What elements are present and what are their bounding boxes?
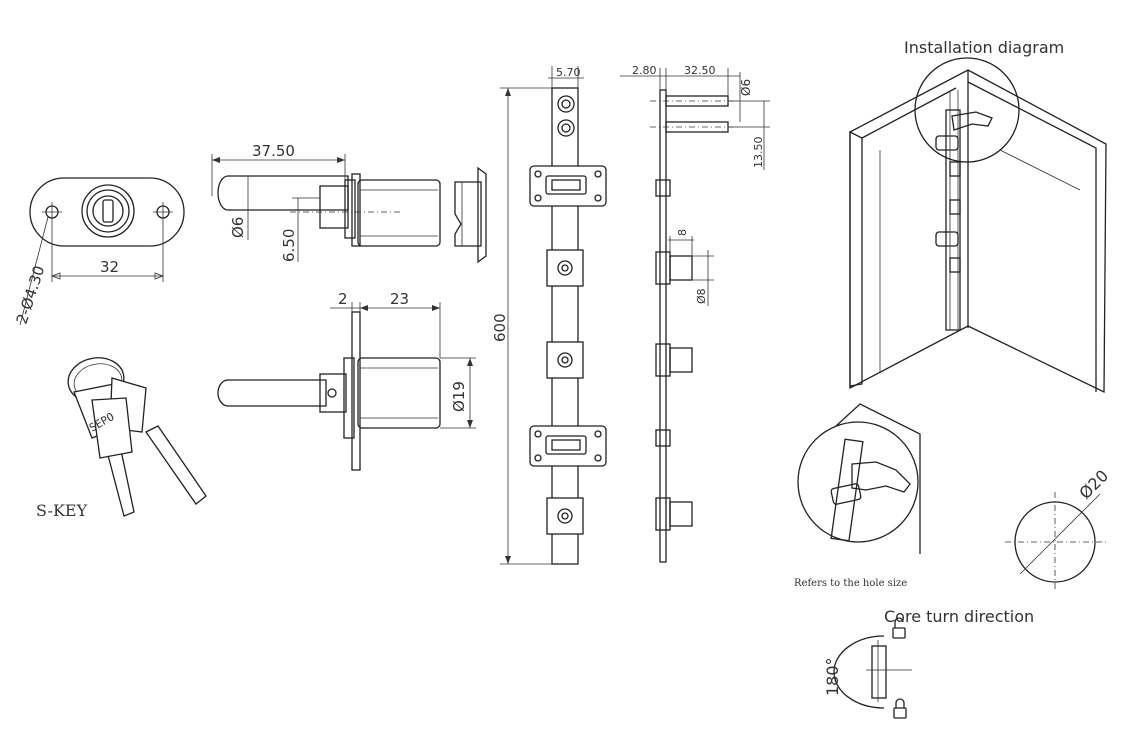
- rod-block: [546, 497, 584, 535]
- rod-width-dim: 5.70: [556, 66, 581, 79]
- core-turn-angle: 180°: [823, 657, 842, 696]
- side-view-top: 37.50 Ø6 6.50: [211, 142, 487, 264]
- key-label: S-KEY: [36, 501, 88, 520]
- hole-size-dim: Ø20: [1075, 466, 1112, 503]
- rod-guide-plate: [529, 425, 607, 467]
- hole-size-symbol: Ø20: [1005, 466, 1112, 592]
- rod-side-small-dim: 8: [676, 229, 689, 236]
- hole-size-note: Refers to the hole size: [794, 578, 907, 589]
- rod-side-left-dim: 2.80: [632, 64, 657, 77]
- rod-side-right-dim: 32.50: [684, 64, 716, 77]
- rod-side-spacing-dim: 13.50: [752, 137, 765, 169]
- side-view-bottom: 2 23 Ø19: [217, 290, 476, 471]
- lock-closed-icon: [893, 698, 907, 719]
- rod-block: [546, 249, 584, 287]
- top-offset-dim: 6.50: [280, 229, 298, 262]
- lock-open-icon: [892, 617, 906, 639]
- rod-front: 5.70 600: [491, 66, 607, 565]
- top-length-dim: 37.50: [252, 142, 295, 160]
- bottom-body-dim: 23: [390, 290, 409, 308]
- rod-side: 2.80 32.50 Ø6 13.50 8 Ø8: [620, 64, 770, 563]
- rod-side-small-dia: Ø8: [695, 288, 708, 304]
- rod-block: [546, 341, 584, 379]
- core-turn-title: Core turn direction: [884, 607, 1034, 626]
- keys-illustration: SEPO S-KEY: [36, 357, 207, 520]
- rod-guide-plate: [529, 165, 607, 207]
- front-holes-dim: 2-Ø4.30: [13, 263, 49, 326]
- core-turn-diagram: Core turn direction 180°: [823, 607, 1034, 719]
- bottom-flange-dim: 2: [338, 290, 348, 308]
- rod-length-dim: 600: [491, 313, 509, 342]
- front-width-dim: 32: [100, 258, 119, 276]
- installation-diagram: Installation diagram: [849, 38, 1107, 394]
- front-view: 32 2-Ø4.30: [13, 177, 185, 326]
- installation-title: Installation diagram: [904, 38, 1064, 57]
- installation-detail: Refers to the hole size: [794, 403, 921, 589]
- bottom-dia-dim: Ø19: [450, 381, 468, 412]
- rod-side-pin-dia: Ø6: [739, 79, 753, 96]
- top-bolt-dia: Ø6: [229, 217, 247, 238]
